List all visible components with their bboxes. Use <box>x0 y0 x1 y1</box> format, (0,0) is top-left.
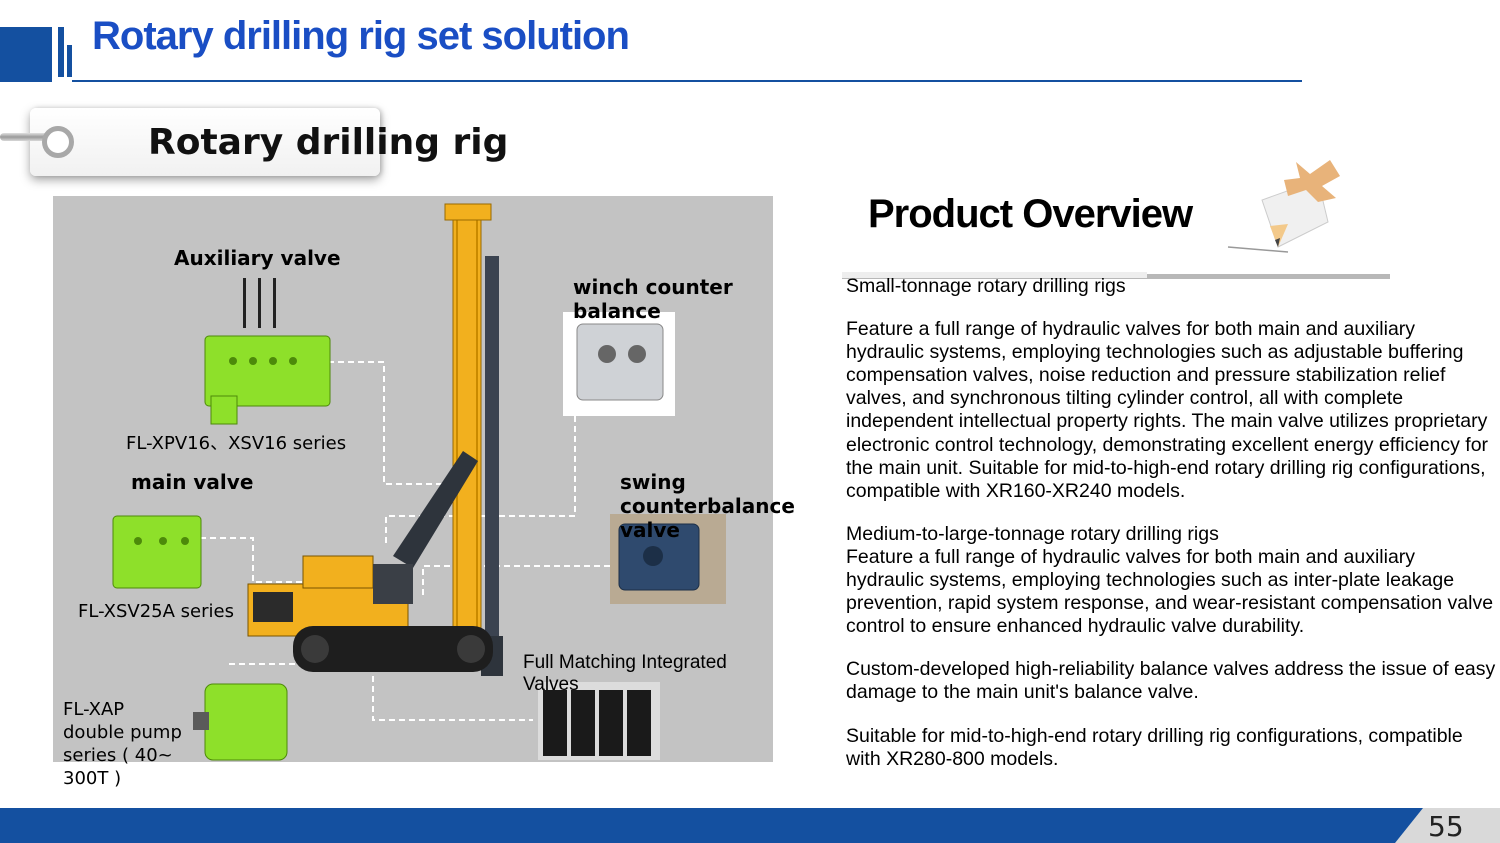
label-swing: swing counterbalance valve <box>620 470 795 542</box>
overview-rule-highlight <box>842 272 1147 278</box>
main-valve-image <box>112 515 202 589</box>
header-bar <box>67 45 72 77</box>
auxiliary-valve-image <box>204 278 331 425</box>
overview-paragraph: Custom-developed high-reliability balanc… <box>846 658 1496 704</box>
header-block <box>0 27 52 82</box>
label-auxiliary-valve: Auxiliary valve <box>174 246 341 270</box>
overview-body: Small-tonnage rotary drilling rigs Featu… <box>846 275 1496 771</box>
header-rule <box>72 80 1302 82</box>
winch-valve-image <box>563 312 675 416</box>
header-bar <box>58 27 64 77</box>
footer-bar <box>0 808 1500 843</box>
swing-valve-image <box>610 514 726 604</box>
label-aux-series: FL-XPV16、XSV16 series <box>126 433 347 454</box>
tag-string <box>0 133 68 141</box>
label-main-series: FL-XSV25A series <box>78 601 234 622</box>
page-number: 55 <box>1428 810 1464 843</box>
label-winch: winch counter balance <box>573 275 733 323</box>
overview-heading-small: Small-tonnage rotary drilling rigs <box>846 275 1126 297</box>
overview-heading-large: Medium-to-large-tonnage rotary drilling … <box>846 522 1219 545</box>
overview-paragraph: Suitable for mid-to-high-end rotary dril… <box>846 724 1463 770</box>
double-pump-image <box>193 683 288 761</box>
rig-body <box>247 555 493 672</box>
overview-paragraph: Feature a full range of hydraulic valves… <box>846 545 1494 638</box>
section-tag <box>30 108 380 176</box>
label-main-valve: main valve <box>131 470 254 494</box>
overview-title: Product Overview <box>868 192 1193 236</box>
diagram-panel: Auxiliary valve FL-XPV16、XSV16 series ma… <box>53 196 795 789</box>
rig-mast <box>444 203 503 676</box>
page-title: Rotary drilling rig set solution <box>92 14 630 58</box>
section-title: Rotary drilling rig <box>148 122 509 163</box>
overview-paragraph: Feature a full range of hydraulic valves… <box>846 318 1489 502</box>
label-integrated: Full Matching Integrated Valves <box>523 652 727 695</box>
tag-hole-icon <box>42 126 74 158</box>
integrated-valves-image <box>538 682 660 760</box>
rig-illustration <box>112 203 726 761</box>
label-pump-series: FL-XAP double pump series ( 40~ 300T ) <box>63 699 182 789</box>
pencil-icon <box>1227 160 1340 253</box>
